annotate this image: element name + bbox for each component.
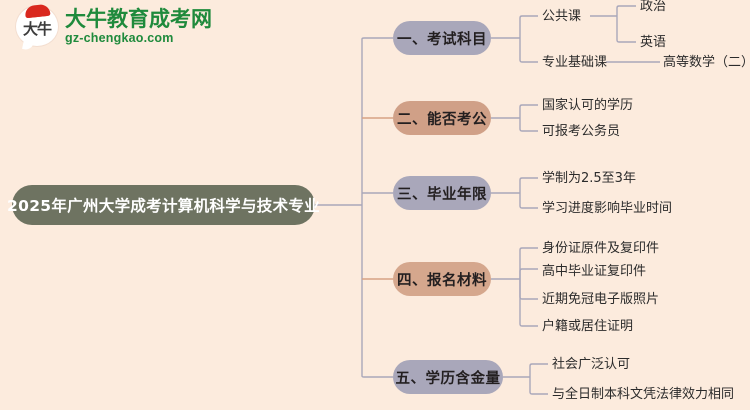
mindmap-root-node[interactable]: 2025年广州大学成考计算机科学与技术专业 (7, 185, 320, 225)
leaf-2-2[interactable]: 可报考公务员 (542, 124, 621, 139)
branch-node-3[interactable]: 三、毕业年限 (393, 176, 491, 210)
logo-badge-icon: 大牛 (16, 3, 58, 51)
leaf-4-2[interactable]: 高中毕业证复印件 (542, 264, 647, 279)
leaf-1-2[interactable]: 专业基础课 (542, 55, 608, 70)
leaf-3-1[interactable]: 学制为2.5至3年 (542, 171, 636, 186)
site-name: 大牛教育成考网 (65, 7, 212, 32)
leaf-1-1-2[interactable]: 英语 (640, 35, 667, 50)
logo-text-group: 大牛教育成考网 gz-chengkao.com (65, 7, 212, 46)
leaf-5-1[interactable]: 社会广泛认可 (552, 357, 631, 372)
branch-node-5[interactable]: 五、学历含金量 (393, 360, 503, 394)
leaf-1-2-1[interactable]: 高等数学（二） (663, 55, 750, 70)
branch-node-2[interactable]: 二、能否考公 (393, 101, 491, 135)
branch-node-1[interactable]: 一、考试科目 (393, 21, 491, 55)
leaf-1-1-1[interactable]: 政治 (640, 0, 667, 14)
leaf-2-1[interactable]: 国家认可的学历 (542, 98, 634, 113)
leaf-4-3[interactable]: 近期免冠电子版照片 (542, 292, 660, 307)
leaf-4-4[interactable]: 户籍或居住证明 (542, 319, 634, 334)
site-logo[interactable]: 大牛 大牛教育成考网 gz-chengkao.com (16, 3, 212, 51)
site-url: gz-chengkao.com (65, 31, 174, 46)
logo-badge-text: 大牛 (22, 20, 52, 38)
leaf-1-1[interactable]: 公共课 (542, 9, 582, 24)
leaf-4-1[interactable]: 身份证原件及复印件 (542, 241, 660, 256)
leaf-5-2[interactable]: 与全日制本科文凭法律效力相同 (552, 387, 735, 402)
leaf-3-2[interactable]: 学习进度影响毕业时间 (542, 201, 673, 216)
branch-node-4[interactable]: 四、报名材料 (393, 262, 491, 296)
